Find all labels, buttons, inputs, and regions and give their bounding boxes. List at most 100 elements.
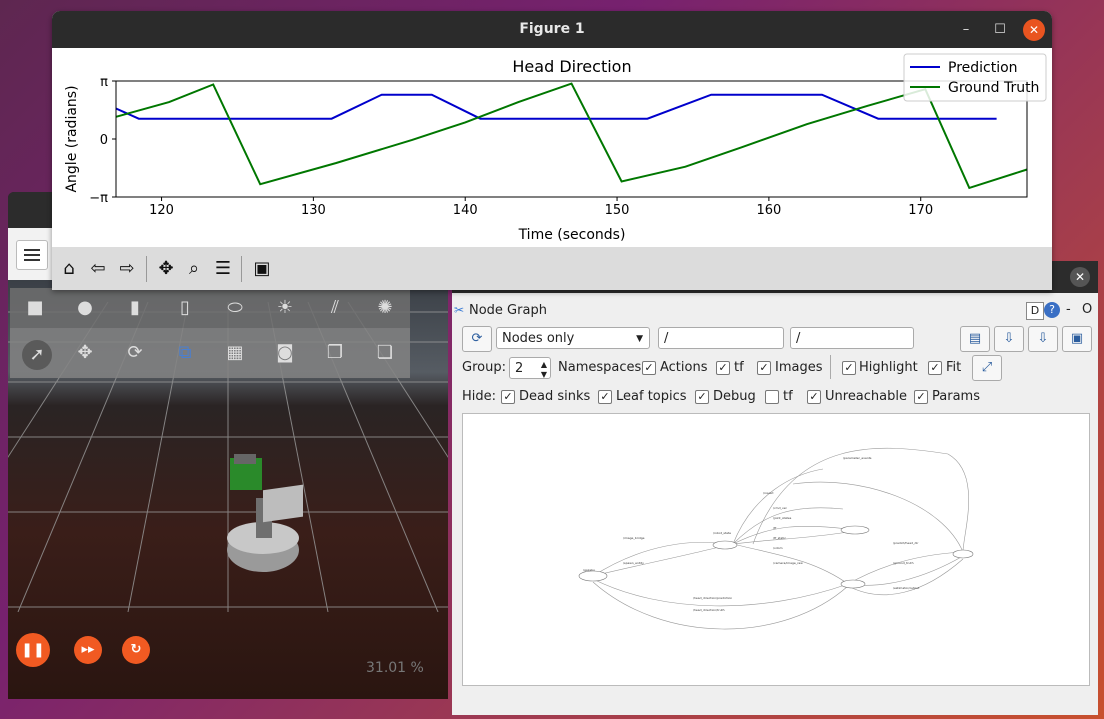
params-checkbox[interactable]: ✓ <box>914 390 928 404</box>
zoom-icon[interactable]: ⌕ <box>188 258 200 279</box>
fit-view-icon[interactable]: ⤢ <box>972 355 1002 381</box>
capsule-icon[interactable]: ▯ <box>180 297 190 318</box>
save-dot-icon[interactable]: ⇩ <box>994 326 1024 352</box>
highlight-checkbox[interactable]: ✓ <box>842 361 856 375</box>
images-checkbox[interactable]: ✓ <box>757 361 771 375</box>
save-svg-icon[interactable]: ⇩ <box>1028 326 1058 352</box>
grid-icon[interactable]: ▦ <box>226 342 244 363</box>
window-title: Figure 1 <box>519 21 585 37</box>
spot-light-icon[interactable]: ✺ <box>377 297 393 318</box>
fit-checkbox[interactable]: ✓ <box>928 361 942 375</box>
dock-button[interactable]: D <box>1026 302 1044 320</box>
step-button[interactable]: ▸▸ <box>74 636 102 664</box>
save-image-icon[interactable]: ▣ <box>1062 326 1092 352</box>
rotate-icon[interactable]: ⟳ <box>127 342 143 363</box>
y-tick-label: π <box>100 75 108 90</box>
help-icon[interactable]: ? <box>1044 302 1060 318</box>
legend-label-ground-truth: Ground Truth <box>948 80 1039 96</box>
robot-model[interactable] <box>208 450 318 580</box>
reset-button[interactable]: ↻ <box>122 636 150 664</box>
x-axis-label: Time (seconds) <box>518 227 626 243</box>
namespace-filter-input[interactable]: / <box>658 327 784 349</box>
load-dot-icon[interactable]: ▤ <box>960 326 990 352</box>
debug-checkbox[interactable]: ✓ <box>695 390 709 404</box>
ellipsoid-icon[interactable]: ⬭ <box>227 297 243 318</box>
pan-icon[interactable]: ✥ <box>158 258 174 279</box>
series-line-prediction <box>115 93 997 120</box>
svg-text:/estimator/output: /estimator/output <box>893 586 920 590</box>
divider <box>830 355 831 379</box>
topic-filter-input[interactable]: / <box>790 327 914 349</box>
maximize-button[interactable]: ☐ <box>994 22 1006 37</box>
pause-button[interactable]: ❚❚ <box>16 633 50 667</box>
copy-icon[interactable]: ❐ <box>326 342 344 363</box>
svg-text:/gazebo: /gazebo <box>583 568 595 572</box>
leaf-topics-checkbox[interactable]: ✓ <box>598 390 612 404</box>
dead-sinks-checkbox[interactable]: ✓ <box>501 390 515 404</box>
close-button[interactable]: ✕ <box>1023 19 1045 41</box>
x-tick-label: 140 <box>453 203 478 218</box>
figure-titlebar[interactable]: Figure 1 – ☐ ✕ <box>52 11 1052 48</box>
toolbar-divider <box>146 256 147 282</box>
highlight-label: Highlight <box>859 360 918 375</box>
series-line-ground-truth <box>115 82 1028 190</box>
sun-icon[interactable]: ☀ <box>276 297 294 318</box>
x-tick-label: 150 <box>605 203 630 218</box>
svg-text:/head_direction/truth: /head_direction/truth <box>693 608 725 612</box>
configure-icon[interactable]: ☰ <box>214 258 232 279</box>
group-spinbox[interactable]: 2 ▲ ▼ <box>509 357 551 379</box>
translate-icon[interactable]: ✥ <box>77 342 93 363</box>
dead-sinks-label: Dead sinks <box>519 389 591 404</box>
camera-icon[interactable]: ◙ <box>276 342 294 363</box>
toolbar-divider <box>241 256 242 282</box>
rqt-close-button[interactable]: ✕ <box>1070 267 1090 287</box>
svg-text:/tf_static: /tf_static <box>773 536 786 540</box>
svg-text:/tf: /tf <box>773 526 777 530</box>
back-icon[interactable]: ⇦ <box>90 258 106 279</box>
actions-checkbox[interactable]: ✓ <box>642 361 656 375</box>
paste-icon[interactable]: ❏ <box>376 342 394 363</box>
namespaces-label: Namespaces <box>558 360 642 375</box>
fit-label: Fit <box>946 360 962 375</box>
graph-mode-select[interactable]: Nodes only ▼ <box>496 327 650 349</box>
hamburger-icon[interactable] <box>16 240 48 270</box>
x-tick-label: 120 <box>149 203 174 218</box>
svg-text:/joint_states: /joint_states <box>773 516 792 520</box>
hide-tf-checkbox[interactable] <box>765 390 779 404</box>
params-label: Params <box>932 389 980 404</box>
forward-icon[interactable]: ⇨ <box>119 258 135 279</box>
svg-text:/robot_state: /robot_state <box>713 531 731 535</box>
hide-tf-label: tf <box>783 389 793 404</box>
save-icon[interactable]: ▣ <box>253 258 271 279</box>
home-icon[interactable]: ⌂ <box>63 258 75 279</box>
snap-icon[interactable]: ⧉ <box>178 342 192 363</box>
close-plugin-button[interactable]: O <box>1082 302 1093 317</box>
spin-up-icon[interactable]: ▲ <box>540 360 547 369</box>
tf-label: tf <box>734 360 744 375</box>
node-graph-canvas[interactable]: /gazebo /robot_state /parameter_events /… <box>462 413 1090 686</box>
x-tick-label: 160 <box>756 203 781 218</box>
y-axis-label: Angle (radians) <box>64 85 80 192</box>
y-tick-label: 0 <box>100 133 108 148</box>
select-icon[interactable]: ➚ <box>22 340 52 370</box>
rqt-window: ✕ ✂ Node Graph D ? - O ⟳ Nodes only ▼ / … <box>452 261 1098 715</box>
x-tick-label: 170 <box>908 203 933 218</box>
plugin-icon: ✂ <box>454 303 465 317</box>
unreachable-checkbox[interactable]: ✓ <box>807 390 821 404</box>
spin-down-icon[interactable]: ▼ <box>540 370 547 379</box>
refresh-icon[interactable]: ⟳ <box>462 326 492 352</box>
actions-label: Actions <box>660 360 708 375</box>
sphere-icon[interactable]: ● <box>77 297 93 318</box>
svg-text:/cmd_vel: /cmd_vel <box>773 506 787 510</box>
svg-text:/camera/image_raw: /camera/image_raw <box>773 561 803 565</box>
cylinder-icon[interactable]: ▮ <box>130 297 140 318</box>
minimize-button[interactable]: – <box>962 22 970 37</box>
minimize-plugin-button[interactable]: - <box>1066 302 1071 317</box>
box-icon[interactable]: ■ <box>26 297 44 318</box>
legend-label-prediction: Prediction <box>948 60 1018 76</box>
tf-checkbox[interactable]: ✓ <box>716 361 730 375</box>
directional-light-icon[interactable]: ⫽ <box>330 297 340 318</box>
